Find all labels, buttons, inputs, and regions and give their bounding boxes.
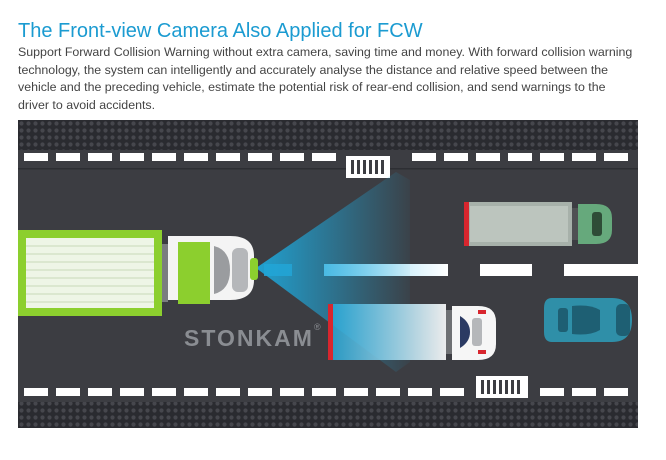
fcw-illustration: STONKAM ® <box>18 120 638 428</box>
lead-truck-icon <box>464 202 612 246</box>
description-text: Support Forward Collision Warning withou… <box>18 44 648 114</box>
bottom-lane-markings <box>24 388 628 396</box>
description-line: driver to avoid accidents. <box>18 97 156 112</box>
teal-car-icon <box>544 298 632 342</box>
white-van-icon <box>328 304 496 360</box>
description-line: technology, the system can intelligently… <box>18 62 609 77</box>
top-curb <box>18 120 638 150</box>
top-lane-markings <box>24 153 628 161</box>
own-truck-icon <box>18 230 258 316</box>
description-line: vehicle and the preceding vehicle, estim… <box>18 80 606 94</box>
watermark-text: STONKAM <box>184 325 314 351</box>
page-title: The Front-view Camera Also Applied for F… <box>18 20 423 42</box>
bottom-curb <box>18 402 638 428</box>
crosswalk-icon <box>476 376 528 398</box>
crosswalk-icon <box>346 156 390 178</box>
description-line: Support Forward Collision Warning withou… <box>18 45 633 59</box>
registered-mark: ® <box>314 322 321 332</box>
